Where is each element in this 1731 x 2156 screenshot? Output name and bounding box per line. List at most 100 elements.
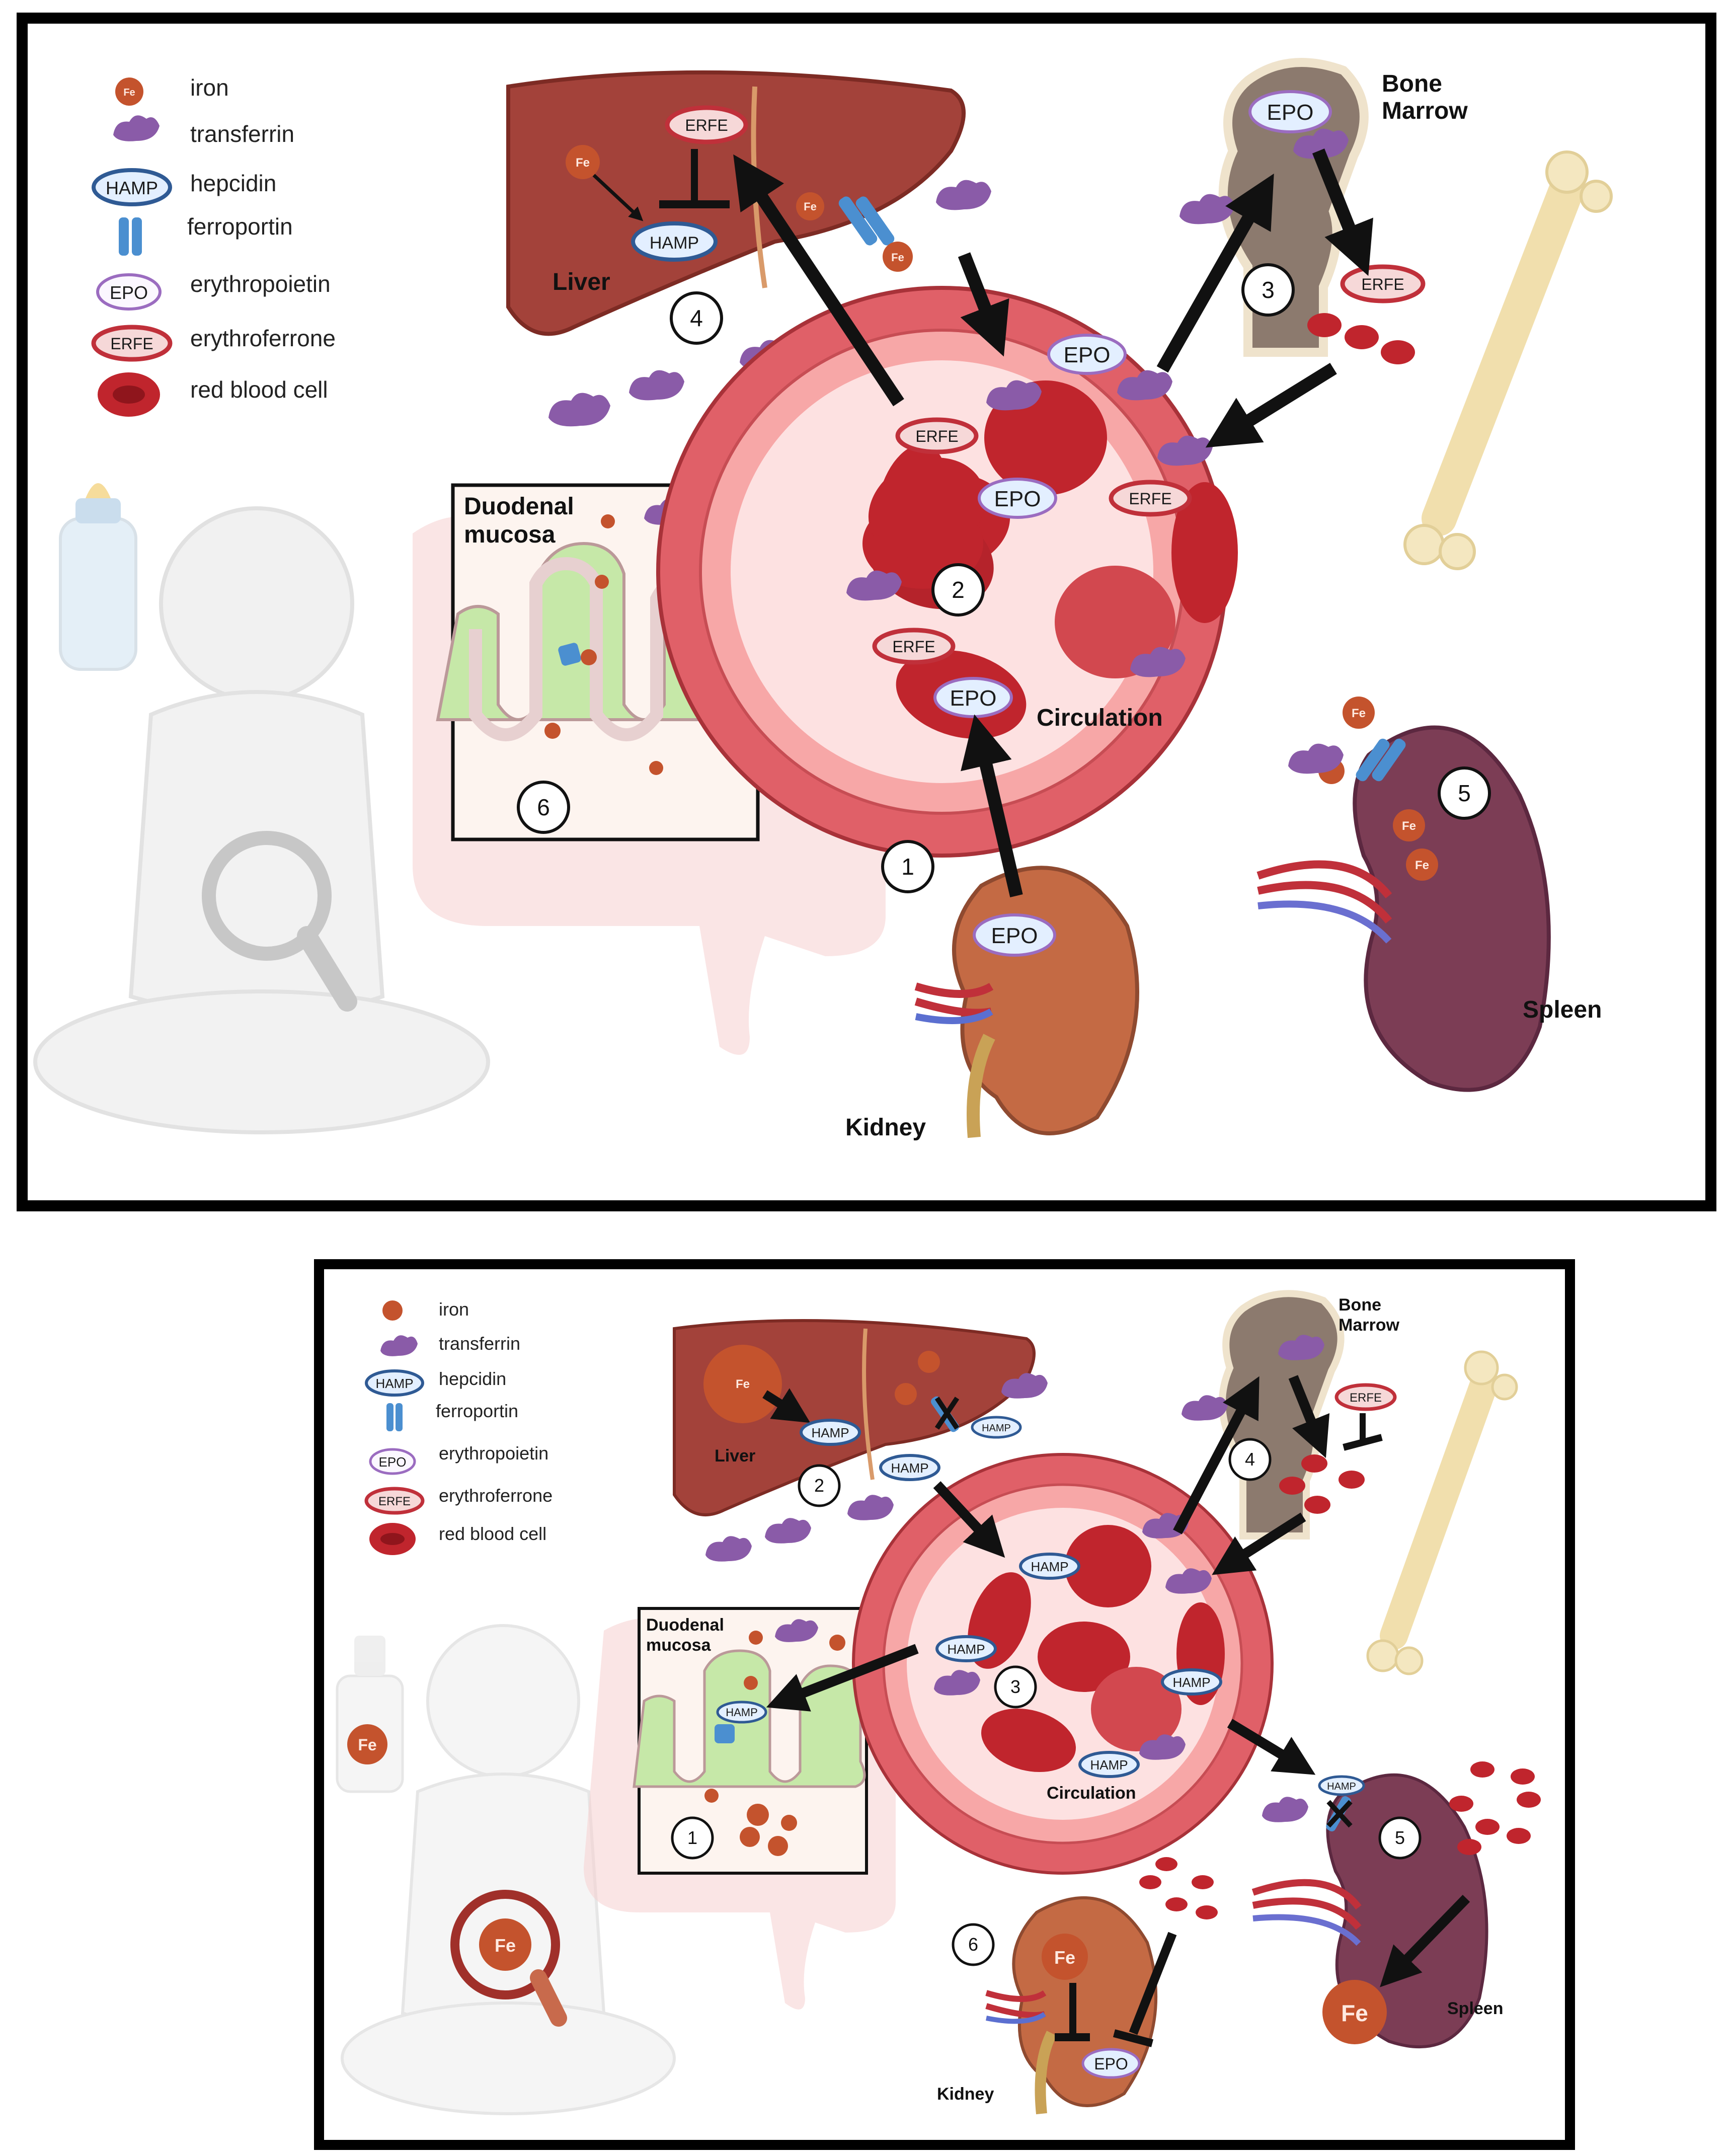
iron-icon (1322, 1980, 1387, 2044)
arrow-liver-to-circulation (958, 252, 1009, 357)
renal-vein (915, 1008, 993, 1024)
hepcidin-pill-label: HAMP (947, 1642, 985, 1657)
red-blood-cell (1279, 1477, 1305, 1495)
arrow-kidney-to-circulation (961, 714, 1023, 897)
iron-icon (744, 1676, 758, 1690)
erythroferrone-icon (364, 1487, 425, 1515)
hepcidin-pill-label: HAMP (891, 1460, 928, 1476)
newborn-with-bottle-illustration (33, 483, 490, 1134)
erythropoietin-icon-label: EPO (110, 282, 148, 303)
legend-label-erythroferrone: erythroferrone (439, 1485, 553, 1506)
legend-transferrin: transferrin (113, 115, 294, 147)
hepcidin-pill-label: HAMP (1172, 1675, 1210, 1690)
iron-icon (895, 1383, 917, 1405)
iron-icon-label: Fe (1341, 2000, 1368, 2026)
red-blood-cell (1475, 1819, 1500, 1835)
red-blood-cell (1307, 313, 1342, 337)
legend-label-ferroportin: ferroportin (436, 1401, 518, 1421)
iron-icon-label: Fe (1402, 819, 1416, 833)
erythropoietin-pill (978, 478, 1057, 519)
erythroferrone-pill (1109, 480, 1192, 517)
red-blood-cell (981, 1708, 1076, 1773)
transferrin-icon (1157, 435, 1213, 466)
liver-label: Liver (715, 1446, 755, 1466)
panel-iron-overload: iron transferrin HAMP hepcidin ferroport… (314, 1259, 1575, 2150)
erythropoietin-pill-label: EPO (1064, 343, 1111, 367)
kidney-organ: Kidney Fe EPO 6 (937, 1857, 1218, 2115)
erythroferrone-pill-label: ERFE (892, 638, 935, 656)
iron-icon (347, 1724, 387, 1764)
iron-icon-label: Fe (891, 251, 904, 264)
erythropoietin-pill (973, 913, 1056, 957)
duodenal-label-line2: mucosa (646, 1636, 712, 1655)
transferrin-icon (380, 1335, 418, 1356)
iron-icon (115, 78, 143, 106)
hepcidin-pill (716, 1701, 767, 1724)
iron-icon (747, 1804, 769, 1826)
transferrin-icon (934, 1670, 980, 1696)
step-label-6: 6 (968, 1934, 978, 1955)
transferrin-icon (765, 1518, 811, 1544)
step-marker-4 (670, 291, 723, 345)
step-label-4: 4 (690, 305, 703, 331)
circulation-vessel: Circulation HAMP HAMP HAMP HAMP 3 (852, 1453, 1274, 1875)
iron-icon (740, 1827, 760, 1847)
legend-label-transferrin: transferrin (190, 121, 294, 147)
ureter (967, 1034, 995, 1138)
arrow-circulation-to-liver (733, 154, 904, 407)
iron-icon (1393, 809, 1425, 841)
red-blood-cell-cluster (1449, 1761, 1541, 1855)
erythroferrone-pill-label: ERFE (685, 116, 728, 134)
inhibition-bar (1343, 1434, 1383, 1451)
red-blood-cell (1196, 1905, 1218, 1919)
baby-legs (341, 2001, 676, 2115)
arrow-bone-marrow-release (1288, 1375, 1330, 1458)
step-marker-5 (1378, 1816, 1422, 1860)
hepcidin-pill-label: HAMP (650, 234, 699, 253)
infant-iron-supplement-illustration: Fe Fe (336, 1624, 676, 2115)
transferrin-icon (1165, 1568, 1212, 1594)
iron-icon (581, 649, 597, 665)
iron-icon-label: Fe (495, 1935, 516, 1956)
ferroportin-icon (386, 1403, 394, 1431)
duodenal-label-line1: Duodenal (464, 493, 574, 520)
red-blood-cell (1165, 1897, 1188, 1911)
legend-erythropoietin: EPO erythropoietin (96, 271, 331, 311)
spleen-shape (1326, 1773, 1488, 2049)
legend-hepcidin: HAMP hepcidin (92, 168, 276, 206)
step-marker-4 (1228, 1438, 1272, 1481)
erythroferrone-pill-label: ERFE (1350, 1391, 1382, 1405)
step-label-3: 3 (1262, 277, 1275, 303)
ferroportin-icon-half (1372, 738, 1406, 782)
legend-label-iron: iron (190, 74, 229, 101)
duodenal-label-line2: mucosa (464, 521, 556, 548)
hepcidin-icon-label: HAMP (375, 1376, 413, 1391)
red-blood-cell (1507, 1828, 1531, 1844)
circulation-label: Circulation (1037, 705, 1163, 731)
legend-bottom: iron transferrin HAMP hepcidin ferroport… (364, 1299, 553, 1555)
hepcidin-pill (631, 221, 718, 262)
transferrin-icon (548, 393, 610, 427)
erythroferrone-pill-label: ERFE (915, 427, 958, 445)
red-blood-cell (1511, 1768, 1535, 1785)
hepcidin-pill (935, 1635, 997, 1662)
erythroferrone-pill-label: ERFE (1129, 490, 1171, 508)
transferrin-icon (1117, 370, 1172, 401)
erythroferrone-pill (1334, 1383, 1397, 1411)
baby-head (426, 1624, 580, 1778)
step-marker-1 (881, 840, 934, 893)
red-blood-cell-icon-center (113, 386, 145, 404)
step-marker-2 (931, 563, 985, 617)
transferrin-icon (1278, 1335, 1324, 1360)
red-blood-cell (1470, 1761, 1494, 1778)
iron-icon-label: Fe (1054, 1947, 1075, 1968)
hepcidin-pill (879, 1454, 940, 1481)
legend-label-red-blood-cell: red blood cell (439, 1523, 546, 1544)
transferrin-icon (1262, 1797, 1308, 1822)
transferrin-icon (1001, 1373, 1048, 1399)
hepcidin-pill (1318, 1775, 1365, 1796)
iron-icon (796, 192, 824, 220)
hepcidin-icon (92, 168, 172, 206)
arrow-circulation-to-bone-marrow (1156, 173, 1274, 373)
iron-icon-label: Fe (1415, 859, 1429, 872)
